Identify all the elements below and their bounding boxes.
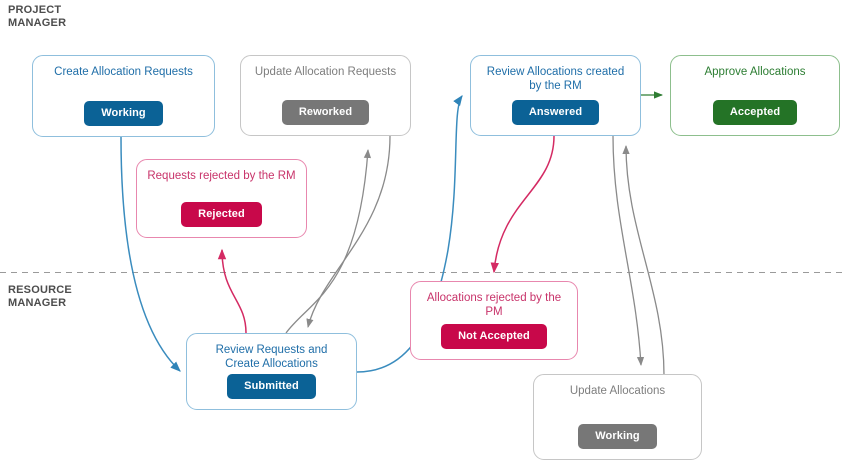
node-approve-allocations[interactable]: Approve Allocations Accepted bbox=[670, 55, 840, 136]
edge-review-requests-to-review-allocations bbox=[356, 95, 463, 373]
status-badge[interactable]: Submitted bbox=[227, 374, 316, 399]
node-title: Review Allocations created by the RM bbox=[486, 66, 625, 92]
node-title: Update Allocations bbox=[569, 385, 666, 397]
node-review-requests-and-create-allocations[interactable]: Review Requests and Create Allocations S… bbox=[186, 333, 357, 410]
status-badge[interactable]: Reworked bbox=[281, 100, 370, 125]
status-badge[interactable]: Answered bbox=[511, 100, 600, 125]
status-badge[interactable]: Not Accepted bbox=[441, 324, 547, 349]
edge-review-requests-to-requests-rejected bbox=[217, 248, 247, 334]
node-title: Approve Allocations bbox=[704, 66, 806, 78]
status-badge[interactable]: Accepted bbox=[712, 100, 798, 125]
edge-review-allocations-to-update-allocations bbox=[612, 135, 645, 367]
node-title: Requests rejected by the RM bbox=[147, 170, 296, 182]
lane-label-project-manager: PROJECT MANAGER bbox=[8, 4, 67, 29]
node-create-allocation-requests[interactable]: Create Allocation Requests Working bbox=[32, 55, 215, 137]
edge-update-requests-to-review-requests bbox=[306, 135, 391, 329]
node-requests-rejected-by-rm[interactable]: Requests rejected by the RM Rejected bbox=[136, 159, 307, 238]
node-allocations-rejected-by-pm[interactable]: Allocations rejected by the PM Not Accep… bbox=[410, 281, 578, 360]
lane-label-resource-manager: RESOURCE MANAGER bbox=[8, 284, 72, 309]
node-title: Update Allocation Requests bbox=[254, 66, 397, 78]
edge-review-allocations-to-allocations-rejected bbox=[490, 135, 555, 274]
edge-update-allocations-to-review-allocations bbox=[622, 144, 665, 376]
status-badge[interactable]: Working bbox=[84, 101, 163, 126]
status-badge[interactable]: Working bbox=[578, 424, 657, 449]
node-title: Create Allocation Requests bbox=[54, 66, 193, 78]
status-badge[interactable]: Rejected bbox=[181, 202, 262, 227]
edge-create-to-review-requests bbox=[120, 136, 181, 372]
node-review-allocations-created-by-rm[interactable]: Review Allocations created by the RM Ans… bbox=[470, 55, 641, 136]
node-update-allocation-requests[interactable]: Update Allocation Requests Reworked bbox=[240, 55, 411, 136]
node-update-allocations[interactable]: Update Allocations Working bbox=[533, 374, 702, 460]
node-title: Review Requests and Create Allocations bbox=[215, 344, 328, 370]
edge-review-requests-to-update-requests bbox=[285, 148, 372, 334]
node-title: Allocations rejected by the PM bbox=[426, 292, 562, 318]
